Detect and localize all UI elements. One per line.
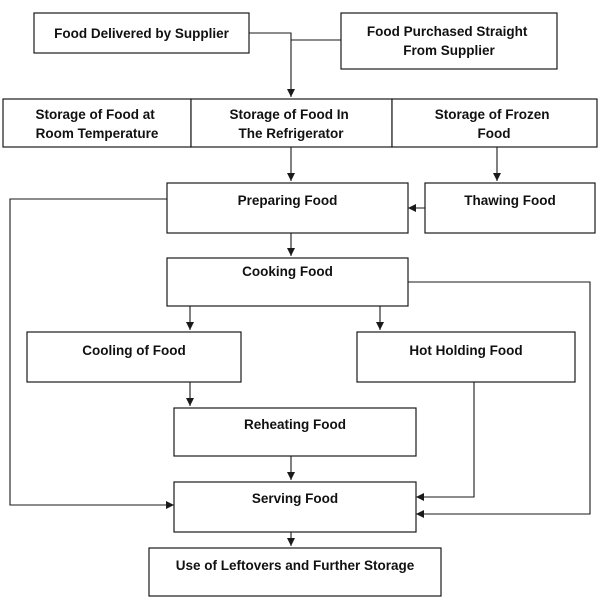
- edge-hot-holding-to-serving: [416, 382, 475, 501]
- node-reheating-label: Reheating Food: [244, 417, 346, 432]
- edge-cooking-to-serving: [408, 281, 591, 518]
- node-storage-frozen: Storage of Frozen Food: [391, 98, 598, 148]
- node-hot-holding-label: Hot Holding Food: [409, 343, 522, 358]
- node-hot-holding: Hot Holding Food: [356, 331, 576, 383]
- node-storage-frozen-label: Storage of Frozen Food: [435, 107, 554, 141]
- edge-delivered-to-storage: [249, 32, 295, 97]
- node-reheating: Reheating Food: [173, 407, 417, 457]
- node-preparing-label: Preparing Food: [238, 193, 338, 208]
- node-storage-room: Storage of Food at Room Temperature: [2, 98, 192, 148]
- node-storage-fridge-label: Storage of Food In The Refrigerator: [229, 107, 352, 141]
- node-thawing: Thawing Food: [424, 182, 596, 234]
- node-purchased: Food Purchased Straight From Supplier: [340, 12, 558, 70]
- node-serving: Serving Food: [173, 481, 417, 533]
- node-cooling: Cooling of Food: [26, 331, 242, 383]
- node-storage-room-label: Storage of Food at Room Temperature: [35, 107, 158, 141]
- node-leftovers: Use of Leftovers and Further Storage: [148, 547, 442, 597]
- node-serving-label: Serving Food: [252, 491, 338, 506]
- node-cooling-label: Cooling of Food: [82, 343, 185, 358]
- node-purchased-label: Food Purchased Straight From Supplier: [367, 24, 531, 58]
- node-delivered-label: Food Delivered by Supplier: [54, 26, 230, 41]
- node-cooking: Cooking Food: [166, 257, 409, 307]
- node-leftovers-label: Use of Leftovers and Further Storage: [176, 558, 415, 573]
- node-cooking-label: Cooking Food: [242, 264, 333, 279]
- edge-preparing-to-serving: [9, 198, 174, 509]
- connectors: [9, 32, 591, 546]
- node-thawing-label: Thawing Food: [464, 193, 555, 208]
- node-preparing: Preparing Food: [166, 182, 409, 234]
- node-storage-fridge: Storage of Food In The Refrigerator: [190, 98, 393, 148]
- node-delivered: Food Delivered by Supplier: [33, 12, 250, 54]
